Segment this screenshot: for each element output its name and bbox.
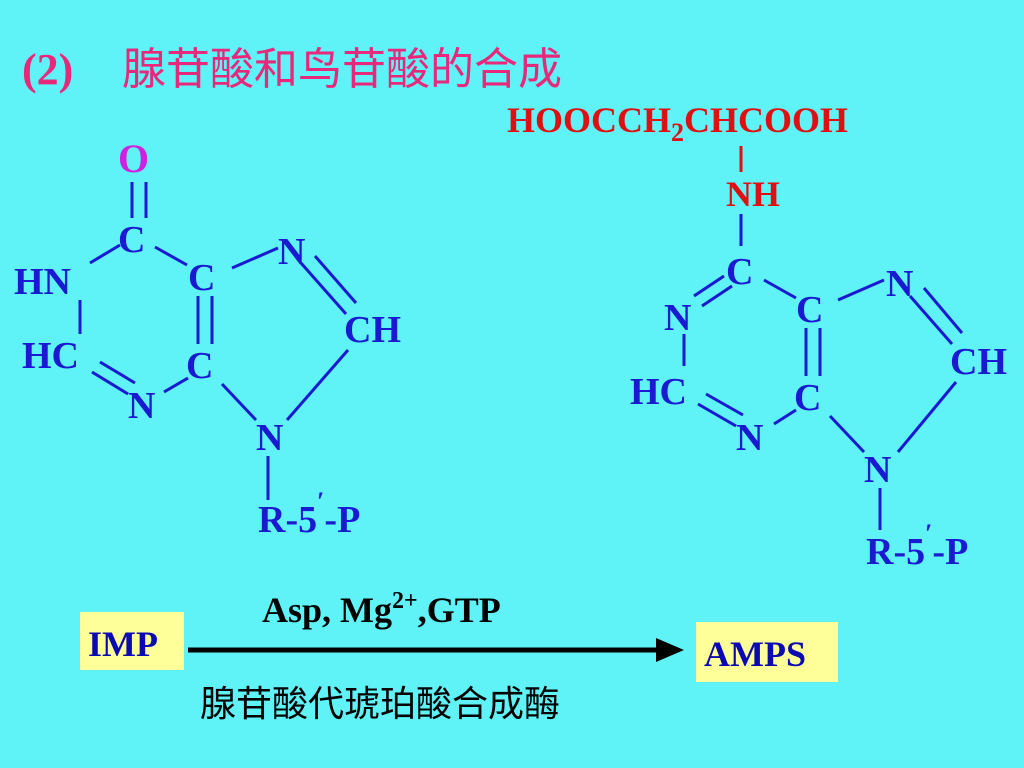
- imp-ribose-label: R-5′-P: [258, 487, 360, 541]
- imp-atom-c4: C: [186, 345, 213, 387]
- imp-atom-c6: C: [118, 219, 145, 261]
- amps-bond-n1-c6-2: [701, 284, 733, 308]
- enzyme-label: 腺苷酸代琥珀酸合成酶: [200, 684, 560, 725]
- amps-atom-hc2: HC: [630, 371, 687, 413]
- amps-bond-n3-c4: [773, 408, 797, 426]
- imp-bond-n7-c8-2: [313, 255, 358, 304]
- imp-atom-ch8: CH: [344, 309, 401, 351]
- imp-atom-n3: N: [128, 385, 155, 427]
- amps-atom-n1: N: [664, 297, 691, 339]
- amps-box-label: AMPS: [704, 634, 806, 674]
- amps-structure: HOOCCH2CHCOOH NH C N C N CH HC C N N R-5…: [507, 100, 1007, 573]
- amps-bond-c5-n7: [837, 278, 885, 302]
- imp-bond-c6-c5: [154, 245, 188, 267]
- amps-substituent: HOOCCH2CHCOOH: [507, 100, 848, 147]
- reaction-reagents: Asp, Mg2+,GTP: [262, 588, 501, 630]
- imp-atom-c5: C: [188, 257, 215, 299]
- amps-bond-c6-c5: [763, 278, 797, 300]
- imp-bond-n3-c4: [163, 376, 189, 394]
- imp-bond-c2-n3-1: [91, 370, 129, 396]
- amps-atom-n7: N: [886, 263, 913, 305]
- reaction: IMP Asp, Mg2+,GTP AMPS 腺苷酸代琥珀酸合成酶: [80, 588, 838, 725]
- amps-atom-n3: N: [736, 417, 763, 459]
- amps-atom-c5: C: [796, 289, 823, 331]
- amps-bond-c2-n3-2: [705, 392, 744, 417]
- imp-atom-n7: N: [278, 231, 305, 273]
- amps-bond-c8-n9: [896, 381, 958, 453]
- imp-bond-c5-n7: [231, 246, 279, 270]
- amps-atom-nh: NH: [726, 174, 780, 214]
- title-number: (2): [22, 45, 73, 94]
- amps-box: [696, 622, 838, 682]
- imp-atom-n9: N: [256, 417, 283, 459]
- amps-atom-n9: N: [864, 449, 891, 491]
- imp-structure: O C HN C N CH HC C N N R-5′-P: [14, 136, 401, 541]
- amps-atom-ch8: CH: [950, 341, 1007, 383]
- imp-atom-hc2: HC: [22, 335, 79, 377]
- amps-atom-c4: C: [794, 377, 821, 419]
- amps-bond-n7-c8-2: [922, 287, 964, 334]
- amps-bond-n7-c8-1: [908, 295, 954, 345]
- imp-bond-n7-c8-1: [299, 262, 348, 315]
- amps-bond-c4-n9: [828, 414, 866, 454]
- imp-atom-o: O: [118, 136, 149, 181]
- imp-bond-c4-n9: [220, 382, 258, 422]
- amps-atom-c6: C: [726, 251, 753, 293]
- imp-atom-hn: HN: [14, 261, 71, 303]
- reaction-arrow-head: [656, 638, 684, 662]
- amps-ribose-label: R-5′-P: [866, 519, 968, 573]
- amps-bond-n1-c6-1: [693, 274, 725, 298]
- imp-box-label: IMP: [88, 624, 158, 664]
- amps-bond-c2-n3-1: [697, 402, 737, 428]
- imp-bond-n1-c6: [89, 243, 121, 265]
- imp-box: [80, 612, 184, 670]
- imp-bond-c8-n9: [285, 349, 350, 421]
- imp-bond-c2-n3-2: [99, 360, 136, 385]
- title-text: 腺苷酸和鸟苷酸的合成: [122, 44, 562, 95]
